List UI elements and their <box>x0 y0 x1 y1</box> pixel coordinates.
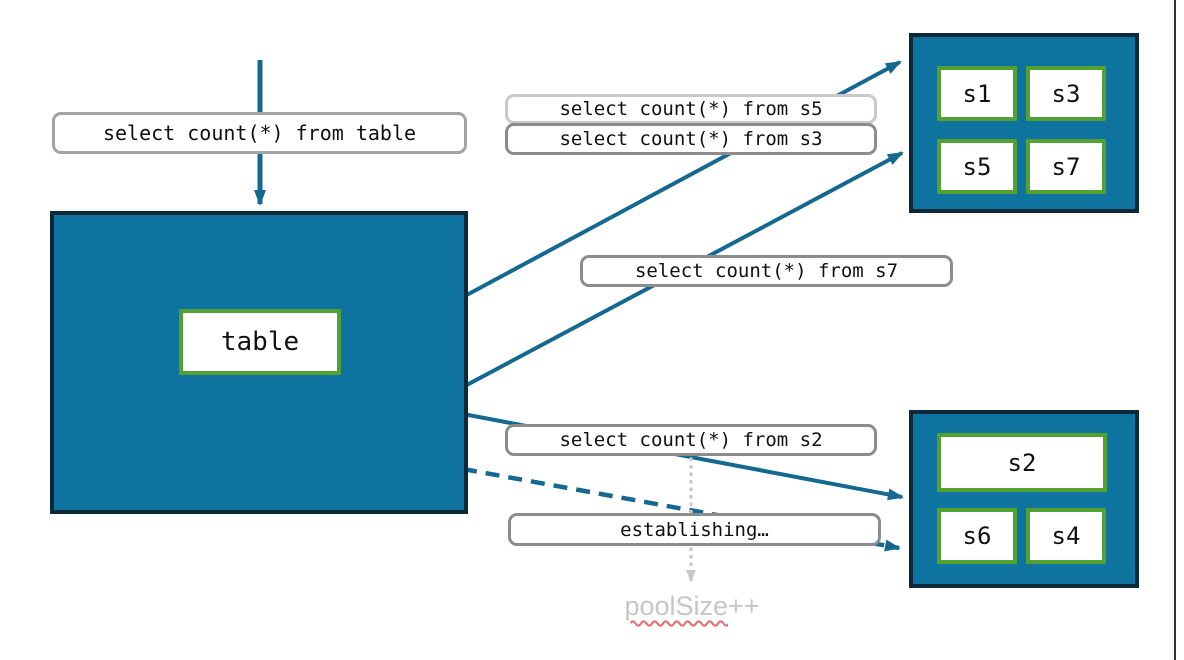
shard-s7: s7 <box>1026 139 1106 194</box>
query-label-table: select count(*) from table <box>52 112 467 154</box>
poolsize-word: poolSize <box>624 591 729 621</box>
poolsize-suffix: ++ <box>728 591 760 621</box>
query-label-s2: select count(*) from s2 <box>505 424 877 456</box>
shard-pool-top: s1 s3 s5 s7 <box>909 33 1139 213</box>
shard-s2: s2 <box>937 433 1107 492</box>
query-label-establishing: establishing… <box>508 513 881 546</box>
query-label-s3: select count(*) from s3 <box>505 123 877 155</box>
shard-s5: s5 <box>937 139 1017 194</box>
page-edge-line <box>1174 0 1176 660</box>
shard-s6: s6 <box>937 508 1017 564</box>
shard-s3: s3 <box>1026 66 1106 121</box>
shard-s1: s1 <box>937 66 1017 121</box>
query-label-s5: select count(*) from s5 <box>505 94 877 124</box>
query-label-s7: select count(*) from s7 <box>580 255 953 287</box>
table-node: table <box>50 211 468 514</box>
shard-pool-bottom: s2 s6 s4 <box>909 410 1139 588</box>
poolsize-annotation: poolSize++ <box>540 591 844 622</box>
table-label-box: table <box>179 309 341 375</box>
shard-s4: s4 <box>1026 508 1106 564</box>
